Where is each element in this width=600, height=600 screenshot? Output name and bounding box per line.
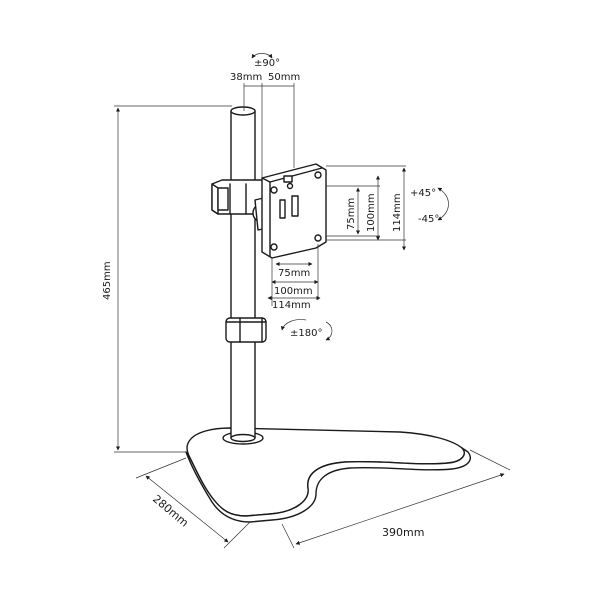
vesa-slot [291, 195, 299, 217]
base [185, 427, 471, 523]
cable-clip-body [225, 317, 267, 343]
label-base-width: 390mm [382, 526, 424, 539]
vesa-hole [270, 243, 278, 251]
label-vesa-100-v: 100mm [366, 193, 377, 232]
pole-base-ring [230, 433, 256, 443]
label-vesa-75-v: 75mm [346, 198, 357, 230]
pole-top-cap [230, 106, 256, 116]
label-offset-38: 38mm [230, 72, 262, 83]
cable-clip [225, 317, 267, 343]
label-vesa-75-h: 75mm [278, 268, 310, 279]
vesa-hole [314, 171, 322, 179]
label-vesa-114-h: 114mm [272, 300, 311, 311]
base-front-face [185, 447, 471, 523]
label-offset-50: 50mm [268, 72, 300, 83]
vesa-hole [270, 186, 278, 194]
label-vesa-100-h: 100mm [274, 286, 313, 297]
label-height-total: 465mm [102, 261, 113, 300]
vesa-hole [286, 182, 294, 190]
label-rotation-top: ±90° [254, 58, 280, 69]
label-base-depth: 280mm [150, 492, 191, 529]
vesa-hole [314, 234, 322, 242]
label-tilt-down: -45° [418, 214, 439, 225]
dimension-lines [114, 53, 511, 549]
label-tilt-up: +45° [410, 188, 436, 199]
vesa-slot [279, 199, 286, 219]
vesa-plate [261, 163, 327, 259]
pole [230, 106, 256, 443]
label-vesa-114-v: 114mm [392, 193, 403, 232]
pole-body [230, 110, 256, 439]
label-swivel: ±180° [290, 328, 322, 339]
